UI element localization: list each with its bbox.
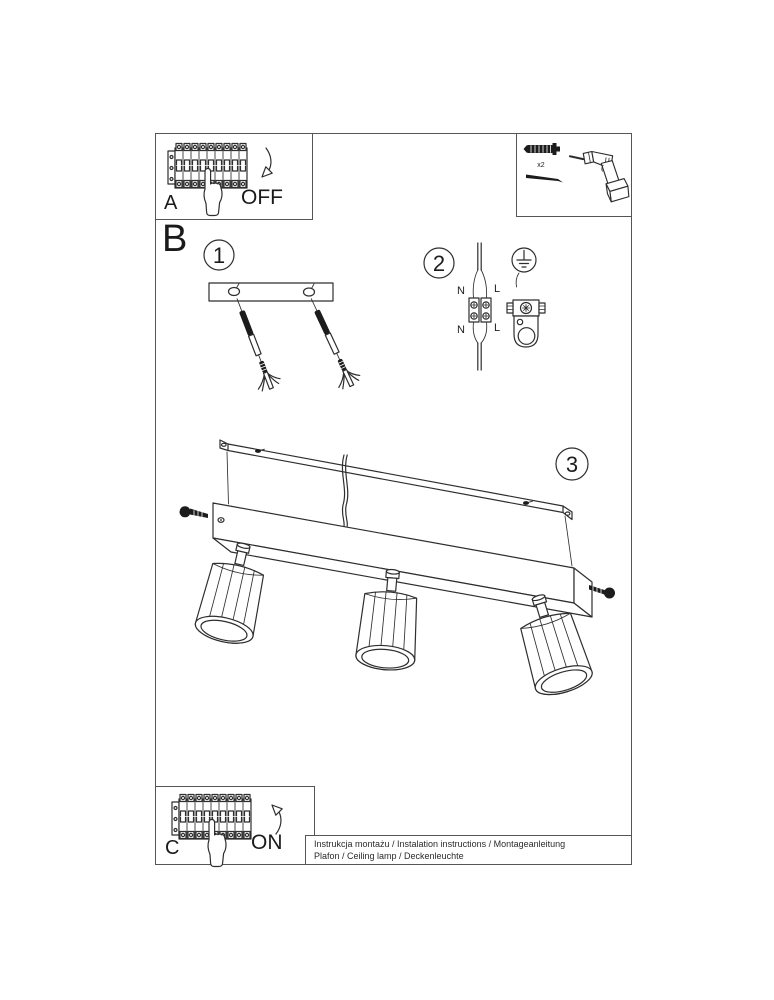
power-cable [341, 454, 349, 527]
cable-clamp-icon [506, 272, 546, 348]
step-3-badge: 3 [555, 447, 589, 481]
mounting-strip [219, 439, 573, 567]
fixing-screw-icon [179, 506, 208, 518]
terminal-block-icon: N L N L [457, 242, 500, 371]
panel-c-letter: C [165, 837, 180, 859]
lamp-base [212, 502, 593, 618]
wire-label-l-bottom: L [494, 322, 500, 334]
wire-label-n-bottom: N [457, 324, 465, 336]
step-3-diagram: 3 [179, 439, 615, 701]
panel-a-letter: A [164, 192, 178, 214]
expansion-anchor-screw-icon [299, 293, 363, 392]
step-1-number: 1 [213, 243, 225, 268]
screw-icon [526, 174, 563, 183]
pointing-hand-icon [167, 142, 248, 217]
instruction-sheet-frame: OFF A x2 [155, 133, 632, 868]
footer-line-1: Instrukcja montażu / Instalation instruc… [314, 839, 566, 849]
guide-line [564, 515, 573, 567]
plug-quantity-label: x2 [537, 162, 545, 169]
curved-arrow-up-icon [271, 804, 283, 835]
footer-line-2: Plafon / Ceiling lamp / Deckenleuchte [314, 850, 464, 861]
earth-symbol-icon [511, 247, 537, 273]
tools-icons: x2 [523, 143, 630, 203]
off-label: OFF [241, 186, 283, 209]
step-3-number: 3 [566, 452, 578, 477]
panel-c-power-on: ON C [156, 786, 315, 868]
wire-label-n-top: N [457, 285, 465, 297]
guide-line [226, 451, 229, 505]
circuit-breaker-icon [167, 142, 248, 217]
step-2-badge: 2 [423, 247, 455, 279]
mounting-bracket [208, 282, 334, 302]
footer-caption-box: Instrukcja montażu / Instalation instruc… [305, 835, 631, 864]
wire-label-l-top: L [494, 283, 500, 295]
expansion-anchor-screw-icon [224, 294, 283, 394]
fixing-screw-icon [589, 585, 615, 599]
on-label: ON [251, 831, 283, 854]
step-1-diagram: 1 [203, 239, 363, 394]
step-1-badge: 1 [203, 239, 235, 271]
required-tools-box: x2 [516, 134, 631, 217]
drill-icon [568, 150, 630, 203]
step-2-number: 2 [433, 251, 445, 276]
circuit-breaker-icon [171, 793, 252, 868]
step-2-diagram: 2 N L N L [423, 242, 546, 371]
panel-a-power-off: OFF A [156, 134, 313, 220]
curved-arrow-down-icon [261, 147, 273, 178]
pointing-hand-icon [171, 793, 252, 868]
wall-plug-icon [523, 143, 560, 155]
section-b-label: B [162, 218, 188, 260]
